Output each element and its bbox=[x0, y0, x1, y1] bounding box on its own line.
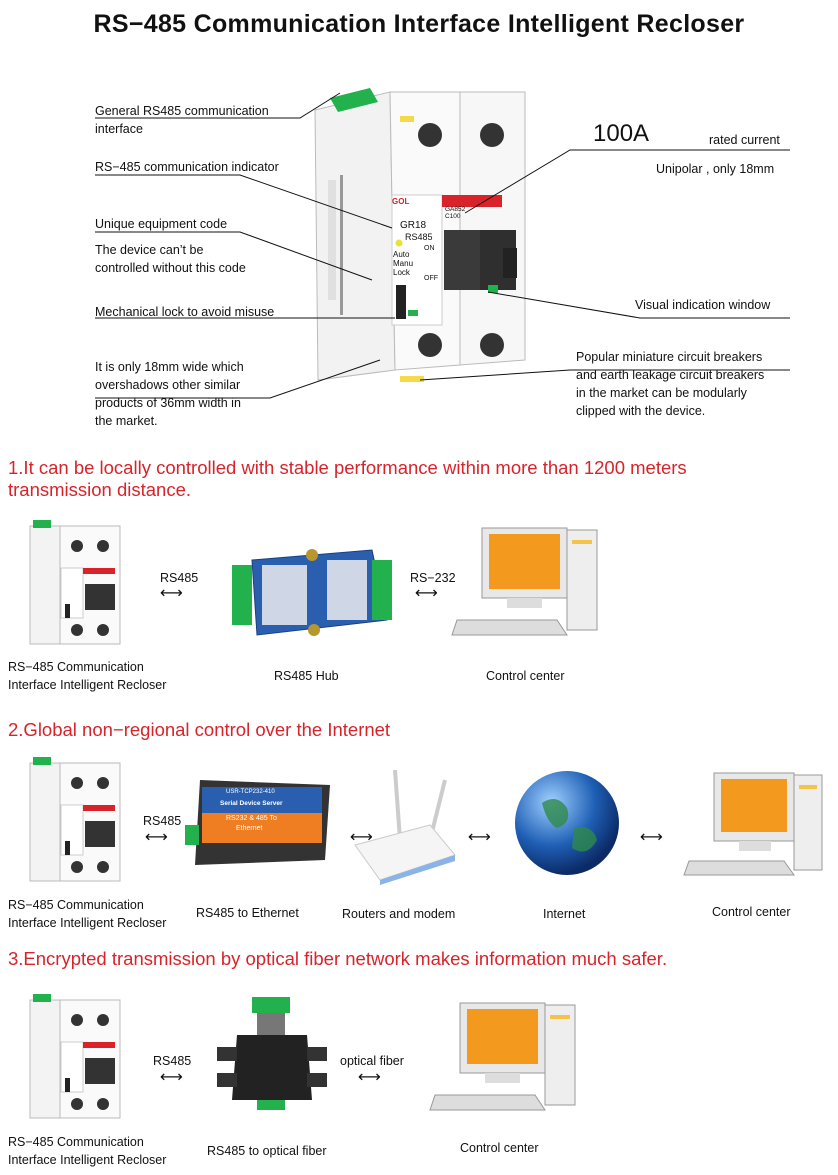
recloser-thumbnail bbox=[29, 520, 121, 645]
s3-link-rs485: RS485 bbox=[153, 1054, 192, 1068]
converter-desc-1: RS232 & 485 To bbox=[226, 815, 277, 822]
internet-globe-image bbox=[515, 771, 619, 875]
callout-code-note: The device can’t be controlled without t… bbox=[95, 243, 246, 275]
page-title: RS−485 Communication Interface Intellige… bbox=[93, 10, 745, 38]
recloser-product-image bbox=[314, 88, 526, 382]
s1-link-rs232: RS−232 bbox=[410, 571, 456, 585]
double-arrow-icon: ⟷ bbox=[468, 829, 491, 846]
device-brand: GOL bbox=[392, 197, 410, 206]
double-arrow-icon: ⟷ bbox=[640, 829, 663, 846]
section2-heading: 2.Global non−regional control over the I… bbox=[8, 719, 391, 740]
device-mode-manu: Manu bbox=[393, 259, 414, 268]
converter-model: USR-TCP232-410 bbox=[226, 789, 275, 795]
control-center-computer-image bbox=[683, 772, 823, 876]
s3-label-control: Control center bbox=[460, 1141, 539, 1155]
s1-link-rs485: RS485 bbox=[160, 571, 199, 585]
section1-heading: 1.It can be locally controlled with stab… bbox=[8, 457, 687, 500]
double-arrow-icon: ⟷ bbox=[145, 829, 168, 846]
s1-label-hub: RS485 Hub bbox=[274, 669, 339, 683]
double-arrow-icon: ⟷ bbox=[358, 1069, 381, 1086]
converter-name: Serial Device Server bbox=[220, 800, 283, 807]
callout-unipolar: Unipolar , only 18mm bbox=[656, 162, 775, 176]
s1-label-recloser: RS−485 Communication Interface Intellige… bbox=[8, 660, 167, 692]
control-center-computer-image bbox=[451, 527, 598, 636]
s2-label-internet: Internet bbox=[543, 907, 586, 921]
device-rs485-label: RS485 bbox=[405, 232, 433, 242]
double-arrow-icon: ⟷ bbox=[415, 585, 438, 602]
device-side-label: GA852 C100 bbox=[445, 206, 466, 220]
s2-label-control: Control center bbox=[712, 905, 791, 919]
s1-label-control: Control center bbox=[486, 669, 565, 683]
rated-current-label: rated current bbox=[709, 133, 780, 147]
control-center-computer-image bbox=[429, 1002, 576, 1111]
device-on-label: ON bbox=[424, 245, 435, 252]
s3-label-fiber: RS485 to optical fiber bbox=[207, 1144, 327, 1158]
s3-label-recloser: RS−485 Communication Interface Intellige… bbox=[8, 1135, 167, 1167]
rated-current-value: 100A bbox=[593, 120, 650, 147]
callout-indicator: RS−485 communication indicator bbox=[95, 160, 279, 174]
callout-equipment-code: Unique equipment code bbox=[95, 217, 228, 231]
converter-desc-2: Ethernet bbox=[236, 825, 263, 832]
recloser-thumbnail bbox=[29, 994, 121, 1119]
device-mode-auto: Auto bbox=[393, 250, 410, 259]
device-model: GR18 bbox=[400, 220, 427, 231]
recloser-thumbnail bbox=[29, 757, 121, 882]
callout-visual-window: Visual indication window bbox=[635, 298, 771, 312]
callout-leader-lines bbox=[95, 92, 790, 399]
section3-heading: 3.Encrypted transmission by optical fibe… bbox=[8, 948, 668, 969]
s2-label-router: Routers and modem bbox=[342, 907, 456, 921]
s3-link-optical-fiber: optical fiber bbox=[340, 1054, 404, 1068]
callout-mechanical-lock: Mechanical lock to avoid misuse bbox=[95, 305, 275, 319]
s2-label-ethernet: RS485 to Ethernet bbox=[196, 906, 299, 920]
s2-label-recloser: RS−485 Communication Interface Intellige… bbox=[8, 898, 167, 930]
callout-width-note: It is only 18mm wide which overshadows o… bbox=[95, 360, 244, 428]
device-off-label: OFF bbox=[424, 275, 438, 282]
device-mode-lock: Lock bbox=[393, 268, 410, 277]
rs485-hub-image bbox=[232, 549, 392, 636]
callout-breakers-note: Popular miniature circuit breakers and e… bbox=[576, 350, 765, 418]
rs485-to-optical-fiber-image bbox=[217, 997, 327, 1110]
double-arrow-icon: ⟷ bbox=[160, 1069, 183, 1086]
router-image bbox=[354, 769, 456, 885]
rs485-to-ethernet-image bbox=[185, 780, 330, 865]
callout-rs485-interface: General RS485 communication interface bbox=[95, 104, 269, 136]
double-arrow-icon: ⟷ bbox=[160, 585, 183, 602]
s2-link-rs485: RS485 bbox=[143, 814, 182, 828]
